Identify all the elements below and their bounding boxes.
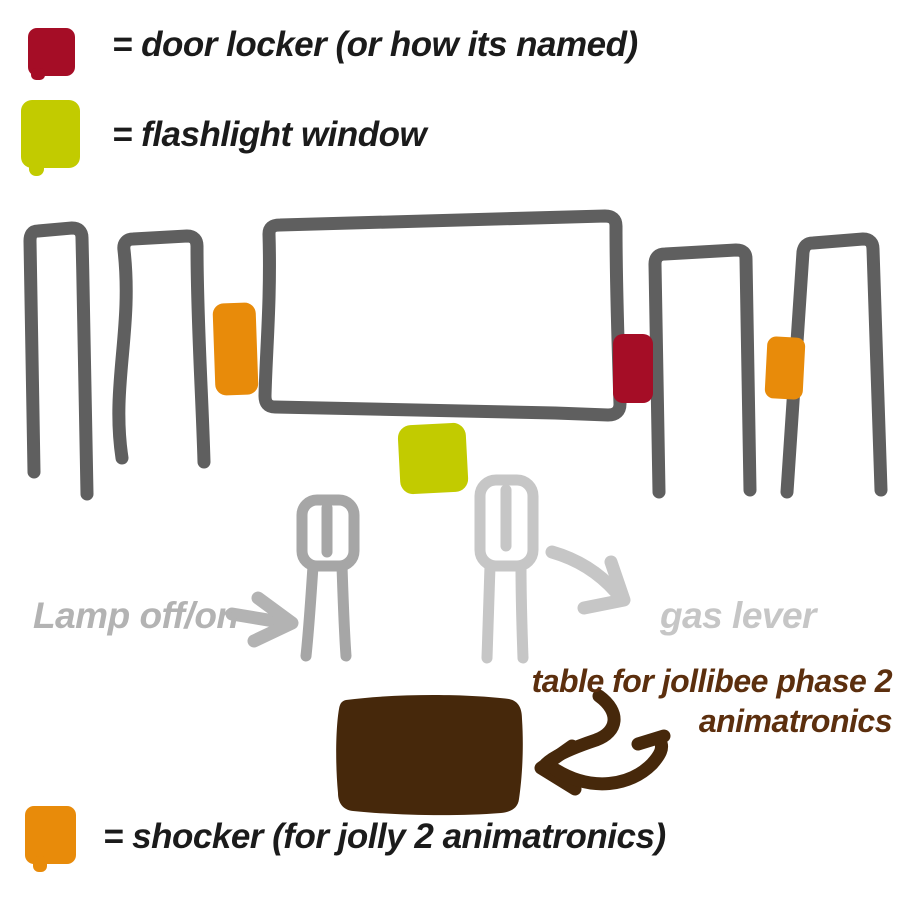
right-doorway-2-outline xyxy=(780,232,888,499)
door-locker-legend-swatch xyxy=(28,28,75,80)
gas-arrow xyxy=(545,545,631,615)
right-shocker-marker xyxy=(764,336,806,400)
lamp-label: Lamp off/on xyxy=(33,595,239,636)
left-doorway-2-outline xyxy=(112,229,211,469)
table-label-line2: animatronics xyxy=(698,703,893,739)
flashlight-legend-swatch xyxy=(21,100,80,176)
lamp-lever-drawing xyxy=(296,494,360,662)
door-locker-marker xyxy=(613,334,653,403)
right-doorway-outline xyxy=(648,243,757,499)
table-label-line1: table for jollibee phase 2 xyxy=(531,663,893,699)
gas-lever-label: gas lever xyxy=(660,595,816,636)
table-drawing xyxy=(336,695,523,816)
lamp-arrow xyxy=(225,591,299,648)
shocker-legend-label: = shocker (for jolly 2 animatronics) xyxy=(103,817,666,856)
center-window-outline xyxy=(258,209,627,422)
flashlight-window-marker xyxy=(397,422,469,495)
left-shocker-marker xyxy=(212,302,259,396)
door-locker-legend-label: = door locker (or how its named) xyxy=(112,25,638,64)
table-arrow xyxy=(534,689,671,796)
shocker-legend-swatch xyxy=(25,806,76,872)
flashlight-legend-label: = flashlight window xyxy=(112,115,427,154)
gas-lever-drawing xyxy=(474,474,539,664)
left-doorway-outline xyxy=(23,221,94,501)
